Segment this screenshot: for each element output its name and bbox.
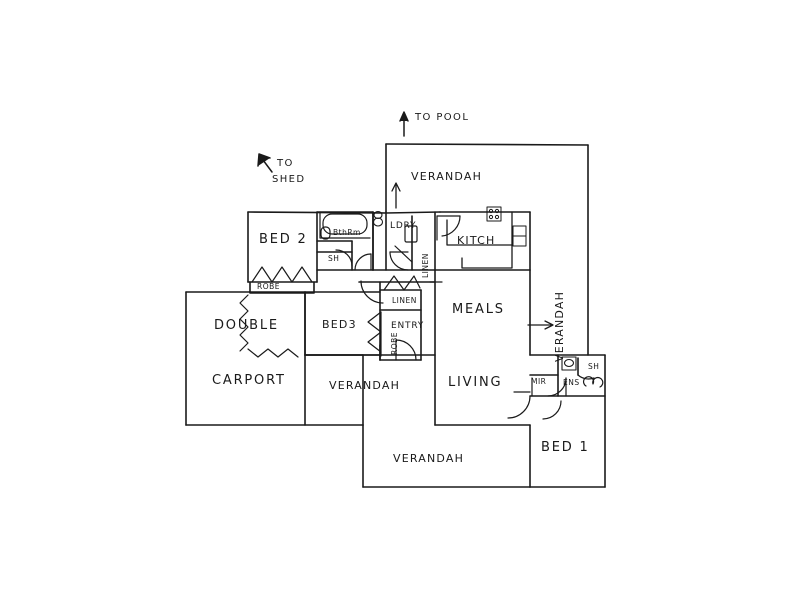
room-label-robe-bed3: ROBE — [390, 332, 399, 355]
washing-machine-shape — [404, 225, 418, 243]
basin-ensuite-shape — [582, 376, 604, 388]
room-label-laundry: LDRY — [390, 221, 417, 231]
room-label-verandah-south: VERANDAH — [393, 452, 465, 465]
room-label-ensuite: ENS — [563, 378, 580, 387]
cooktop-shape — [486, 206, 502, 222]
verandah-door-arrow — [527, 320, 554, 330]
garage-carport-walls — [185, 291, 364, 426]
corridor-door-arc — [360, 280, 384, 304]
room-label-mirror: MIR — [531, 377, 547, 386]
laundry-door-arcs — [389, 245, 413, 271]
sink-shape — [512, 225, 527, 247]
robe-bed2-shape — [249, 266, 315, 294]
kitchen-bench-shape — [446, 211, 513, 269]
room-label-bed-3: BED3 — [322, 318, 357, 331]
robe-bed3-shape — [367, 311, 382, 357]
room-label-meals: MEALS — [452, 302, 505, 317]
room-label-double-garage: DOUBLE — [214, 318, 279, 333]
bath-tub-shape — [319, 211, 371, 239]
annotation-to-pool-label: TO POOL — [415, 112, 470, 123]
room-label-entry: ENTRY — [391, 321, 425, 331]
room-label-verandah-west: VERANDAH — [329, 379, 401, 392]
entry-walls — [379, 281, 422, 361]
linen-entry-shape — [383, 275, 421, 291]
door-ticks — [429, 281, 562, 420]
verandah-south-walls — [362, 424, 531, 488]
house-north-wall — [247, 211, 531, 214]
annotation-to-shed-line2: SHED — [272, 174, 306, 185]
room-label-verandah-north: VERANDAH — [411, 170, 483, 183]
vanity-basin-shape — [320, 226, 331, 240]
room-label-bathroom: BthRm — [333, 228, 361, 237]
ensuite-door-arcs — [507, 377, 567, 419]
room-label-bed-2: BED 2 — [259, 232, 308, 247]
room-label-linen-entry: LINEN — [392, 296, 417, 305]
room-label-shower-bath: SH — [328, 254, 340, 263]
entry-door-arc — [395, 339, 417, 361]
meals-living-walls — [358, 269, 531, 426]
bathroom-walls — [316, 211, 374, 271]
laundry-arrow — [391, 182, 401, 209]
room-label-linen-laundry: LINEN — [421, 253, 430, 278]
room-label-carport: CARPORT — [212, 373, 286, 388]
room-label-kitchen: KITCH — [457, 234, 496, 247]
room-label-shower-ensuite: SH — [588, 362, 600, 371]
room-label-bed-1: BED 1 — [541, 440, 590, 455]
room-label-robe-bed2: ROBE — [257, 282, 280, 291]
room-label-verandah-east: VERANDAH — [553, 290, 566, 362]
room-label-living: LIVING — [448, 375, 503, 390]
verandah-north-walls — [385, 143, 589, 356]
shower-ensuite-shape — [577, 374, 595, 380]
verandah-west-walls — [304, 354, 436, 426]
annotation-to-shed-line1: TO — [277, 158, 294, 169]
bathroom-door-arcs — [335, 249, 372, 271]
garage-door-shape — [239, 294, 299, 358]
kitchen-door-arc — [436, 215, 461, 241]
kitchen-walls — [434, 211, 531, 271]
toilet-ensuite-shape — [561, 356, 577, 371]
ensuite-bed1-walls — [529, 354, 606, 488]
